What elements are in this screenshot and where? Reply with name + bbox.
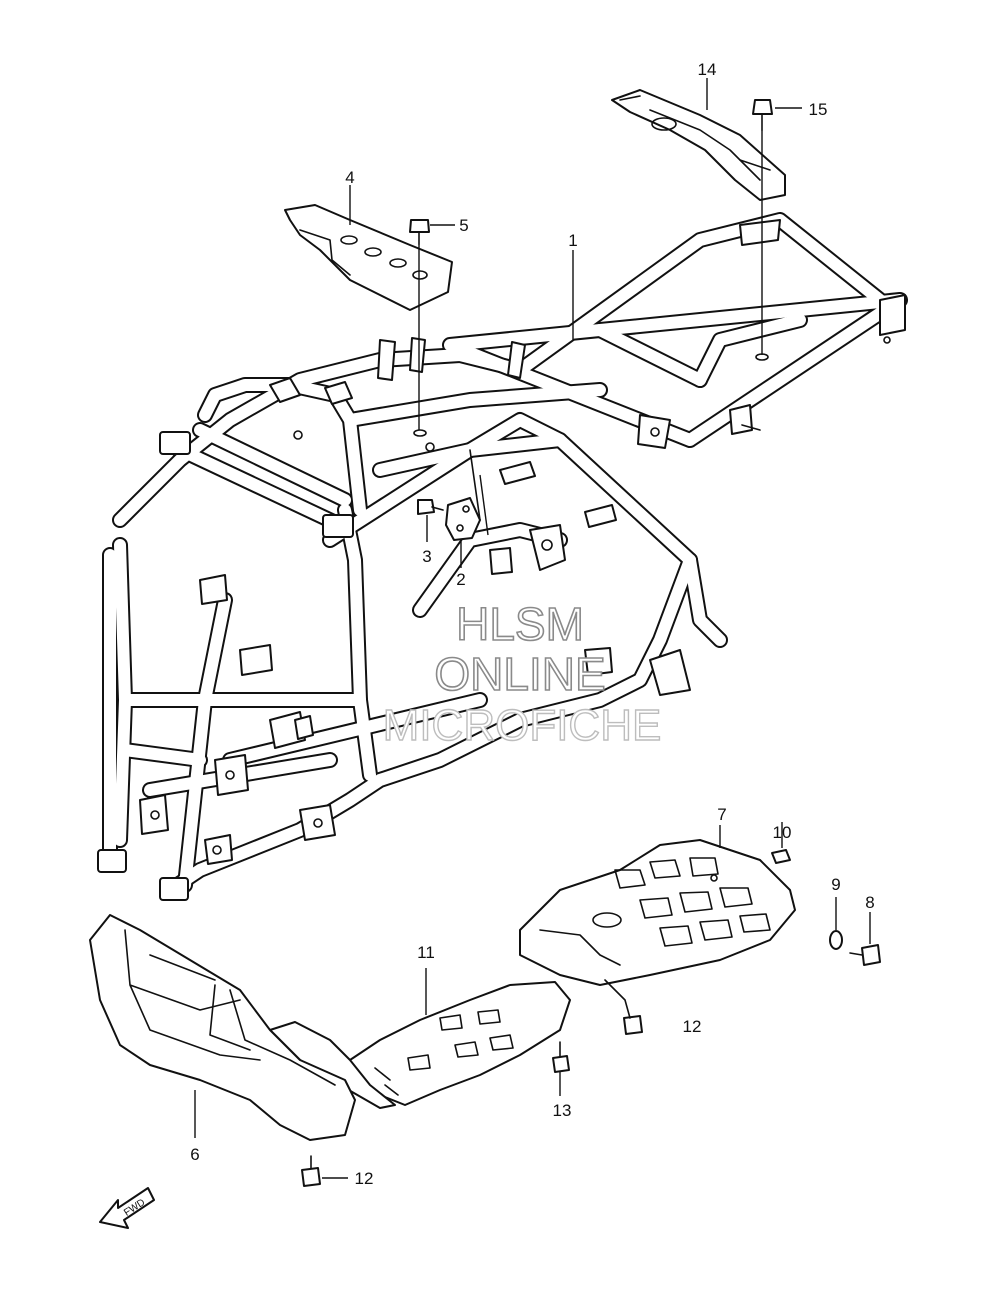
skid-plate-middle[interactable] bbox=[269, 968, 571, 1109]
frame-tube-fill bbox=[694, 314, 806, 386]
label-4: 4 bbox=[345, 168, 354, 187]
label-14: 14 bbox=[698, 60, 717, 79]
label-2: 2 bbox=[456, 570, 465, 589]
nut-10[interactable] bbox=[771, 822, 791, 864]
label-5: 5 bbox=[459, 216, 468, 235]
rear-bracket[interactable] bbox=[611, 89, 786, 201]
plate-2[interactable] bbox=[445, 474, 489, 541]
frame-tube-fill bbox=[164, 424, 351, 531]
label-10: 10 bbox=[773, 823, 792, 842]
forward-arrow-icon: FWD bbox=[99, 1187, 155, 1229]
frame-tube-fill bbox=[114, 539, 131, 846]
skid-plate-front[interactable] bbox=[519, 825, 796, 986]
watermark-line-2: ONLINE bbox=[434, 648, 605, 700]
label-6: 6 bbox=[190, 1145, 199, 1164]
bolt-5[interactable] bbox=[409, 219, 430, 437]
bolt-8[interactable] bbox=[849, 912, 881, 966]
label-7: 7 bbox=[717, 805, 726, 824]
front-guard[interactable] bbox=[89, 914, 356, 1141]
label-12-lower: 12 bbox=[355, 1169, 374, 1188]
label-13: 13 bbox=[553, 1101, 572, 1120]
watermark: HLSM ONLINE MICROFICHE bbox=[382, 597, 662, 751]
bolt-12-lower[interactable] bbox=[301, 1155, 348, 1187]
label-12-upper: 12 bbox=[683, 1017, 702, 1036]
main-frame[interactable] bbox=[97, 212, 908, 901]
label-3: 3 bbox=[422, 547, 431, 566]
callout-labels: 1 2 3 4 5 6 7 8 9 10 11 12 13 12 14 15 bbox=[190, 60, 874, 1188]
bolt-15[interactable] bbox=[752, 99, 773, 361]
bolt-13[interactable] bbox=[552, 1041, 570, 1096]
watermark-line-3: MICROFICHE bbox=[383, 701, 662, 750]
label-9: 9 bbox=[831, 875, 840, 894]
label-8: 8 bbox=[865, 893, 874, 912]
watermark-line-1: HLSM bbox=[456, 598, 584, 650]
bolt-3[interactable] bbox=[417, 499, 444, 515]
label-11: 11 bbox=[417, 943, 435, 962]
label-15: 15 bbox=[809, 100, 828, 119]
frame-tube-fill bbox=[684, 554, 726, 646]
label-1: 1 bbox=[568, 231, 577, 250]
washer-9[interactable] bbox=[829, 897, 843, 950]
frame-tube-fill bbox=[119, 694, 366, 766]
bolt-12-upper[interactable] bbox=[604, 979, 643, 1035]
frame-tube-fill bbox=[344, 384, 606, 426]
